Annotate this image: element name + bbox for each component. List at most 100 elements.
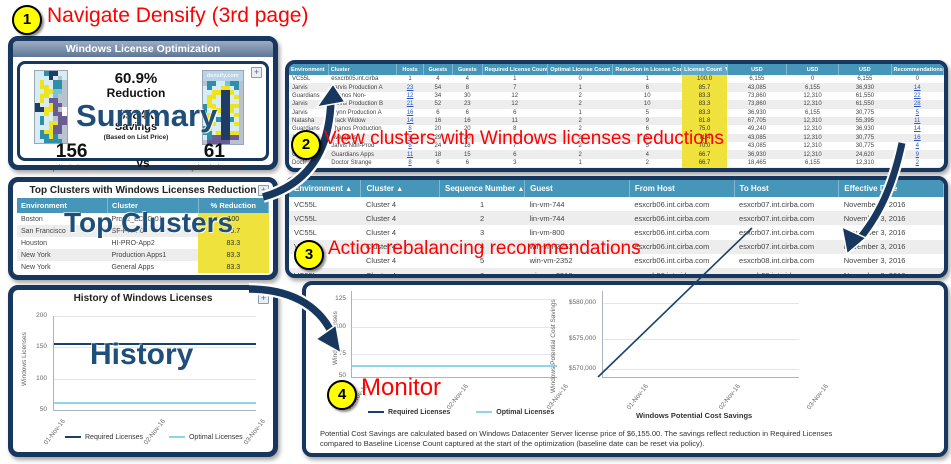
- cell-recommendations-link[interactable]: 11: [914, 118, 921, 125]
- col-header-recommendations[interactable]: Recommendations: [891, 64, 944, 75]
- cluster-row[interactable]: Guardians Thanos Non- 12 34 30 12 2 10 8…: [289, 91, 944, 101]
- col-header-cluster[interactable]: Cluster ▲: [360, 180, 441, 197]
- cell-sequence-number: 2: [479, 213, 485, 223]
- cell-environment: VC55L: [294, 213, 317, 223]
- cell-recommendations-link[interactable]: 28: [913, 101, 921, 108]
- cell-guests-2: 4: [465, 76, 469, 83]
- cell-optimal-license-count: 0: [578, 76, 582, 83]
- cluster-row[interactable]: Jarvis Jarvis Production B 21 52 23 12 2…: [289, 100, 944, 109]
- col-header-hosts[interactable]: Hosts: [396, 64, 424, 75]
- top-cluster-row[interactable]: San Francisco SF-Prod-03 85.7: [17, 225, 269, 237]
- cell-recommendations-link[interactable]: 22: [913, 92, 921, 99]
- cell-hosts-link[interactable]: 8: [408, 134, 412, 141]
- col-header-guests-2[interactable]: Guests: [452, 64, 483, 75]
- cell-from-host: esxcrb06.int.cirba.com: [634, 227, 710, 237]
- cell-hosts-link[interactable]: 8: [408, 126, 412, 133]
- cell-cluster: Thanos Production: [331, 126, 382, 133]
- cluster-row[interactable]: Guardians Guardians Apps 11 18 15 6 2 4 …: [289, 150, 944, 159]
- cell-hosts-link[interactable]: 1: [408, 76, 412, 83]
- cell-hosts-link[interactable]: 10: [397, 167, 423, 168]
- top-cluster-row[interactable]: Houston HI-PRO-App2 83.3: [17, 237, 269, 249]
- cell-hosts-link[interactable]: 23: [406, 84, 414, 91]
- col-header-environment[interactable]: Environment ▲: [289, 180, 362, 197]
- cell-hosts-link[interactable]: 8: [408, 143, 412, 150]
- col-header-optimal-license-count[interactable]: Optimal License Count: [547, 64, 614, 75]
- cluster-row[interactable]: Natasha Black Widow Non- 10 12 12 5 2 3 …: [289, 167, 944, 168]
- col-header-usd-2[interactable]: USD: [786, 64, 840, 75]
- cell-guests-2: 23: [463, 101, 471, 108]
- footnote-line-2: compared to Baseline License Count captu…: [320, 439, 705, 448]
- col-header-environment[interactable]: Environment: [289, 64, 329, 75]
- clusters-table: Environment Cluster Hosts Guests Guests …: [289, 64, 944, 168]
- expand-icon[interactable]: +: [251, 67, 262, 78]
- cell-recommendations-link[interactable]: 4: [915, 143, 919, 150]
- cell-recommendations-link[interactable]: 14: [913, 126, 921, 133]
- col-header-reduction[interactable]: % Reduction: [198, 198, 270, 213]
- cell-usd-2: 6,155: [805, 109, 821, 116]
- cell-recommendations-link[interactable]: 6: [891, 167, 943, 168]
- cell-optimal-license-count: 2: [578, 118, 582, 125]
- top-cluster-row[interactable]: Boston Prod2_BDvC-01 100: [17, 213, 269, 225]
- cluster-row[interactable]: Doctor Doctor Strange 8 6 6 3 1 2 66.7 1…: [289, 158, 944, 168]
- recommendation-row[interactable]: VC55L Cluster 4 6 win-vm-2910 esxcrb06.i…: [289, 267, 944, 278]
- col-header-guests[interactable]: Guests: [423, 64, 454, 75]
- step-4-label: Monitor: [361, 374, 442, 401]
- y-tick: 100: [36, 375, 47, 382]
- cell-reduction-license-count: 6: [645, 126, 649, 133]
- y-tick: 75: [338, 350, 346, 357]
- col-header-from-host[interactable]: From Host: [629, 180, 735, 197]
- expand-icon[interactable]: +: [258, 185, 269, 196]
- cluster-row[interactable]: Jarvis Jarvis Production A 23 54 8 7 1 6…: [289, 83, 944, 92]
- cell-recommendations-link[interactable]: 14: [913, 84, 921, 91]
- cell-recommendations-link[interactable]: 5: [915, 109, 919, 116]
- expand-icon[interactable]: +: [258, 293, 269, 304]
- cell-hosts-link[interactable]: 14: [406, 118, 414, 125]
- col-header-usd-1[interactable]: USD: [727, 64, 787, 75]
- required-licenses-count: 156: [55, 141, 88, 162]
- col-header-effective-date[interactable]: Effective Date: [838, 180, 944, 197]
- step-4-badge: 4: [327, 380, 357, 410]
- col-header-license-count[interactable]: License Count ▼: [681, 64, 728, 75]
- col-header-environment[interactable]: Environment: [17, 198, 109, 213]
- cell-hosts-link[interactable]: 16: [406, 109, 414, 116]
- cell-required-license-count: 6: [513, 109, 517, 116]
- cell-recommendations-link[interactable]: 2: [915, 159, 919, 166]
- monitor-legend: Required Licenses Optimal Licenses: [368, 409, 554, 416]
- cluster-row[interactable]: VC55L esxcrb05.int.cirba 1 4 4 1 0 1 100…: [289, 75, 944, 84]
- cell-hosts-link[interactable]: 12: [406, 92, 414, 99]
- cell-hosts-link[interactable]: 11: [406, 151, 414, 158]
- cell-effective-date: November 3, 2016: [843, 242, 906, 252]
- col-header-sequence-number[interactable]: Sequence Number ▲: [439, 180, 526, 197]
- col-header-cluster[interactable]: Cluster: [328, 64, 398, 75]
- col-header-reduction-license-count[interactable]: Reduction in License Count: [612, 64, 683, 75]
- cell-recommendations-link[interactable]: 16: [913, 134, 921, 141]
- top-cluster-row[interactable]: New York Production Apps1 83.3: [17, 249, 269, 261]
- recommendation-row[interactable]: VC55L Cluster 4 2 lin-vm-744 esxcrb06.in…: [289, 211, 944, 226]
- cell-usd-2: 12,310: [786, 167, 838, 168]
- cluster-row[interactable]: Jarvis Flynn Production A 16 6 6 6 1 5 8…: [289, 108, 944, 117]
- cell-usd-2: 12,310: [803, 118, 822, 125]
- col-header-to-host[interactable]: To Host: [734, 180, 840, 197]
- col-header-guest[interactable]: Guest: [524, 180, 630, 197]
- col-header-cluster[interactable]: Cluster: [107, 198, 199, 213]
- recommendation-row[interactable]: VC55L Cluster 4 1 lin-vm-744 esxcrb06.in…: [289, 197, 944, 211]
- cell-reduction: 100: [198, 213, 269, 225]
- cell-effective-date: November 3, 2016: [843, 213, 906, 223]
- cell-from-host: esxcrb06.int.cirba.com: [634, 242, 710, 252]
- cell-sequence-number: 6: [479, 270, 485, 278]
- cell-license-count: 81.8: [681, 116, 728, 126]
- cell-reduction-license-count: 1: [645, 76, 649, 83]
- cell-recommendations-link[interactable]: 9: [915, 151, 919, 158]
- col-header-usd-3[interactable]: USD: [838, 64, 892, 75]
- top-cluster-row[interactable]: New York General Apps 83.3: [17, 261, 269, 273]
- history-title: History of Windows Licenses: [73, 293, 213, 304]
- cell-reduction-license-count: 9: [645, 118, 649, 125]
- cell-hosts-link[interactable]: 21: [406, 101, 414, 108]
- sort-asc-icon: ▲: [396, 186, 404, 193]
- cell-required-license-count: 11: [511, 118, 518, 125]
- recommendations-panel: Environment ▲ Cluster ▲ Sequence Number …: [285, 176, 948, 278]
- cell-recommendations-link[interactable]: 0: [915, 76, 919, 83]
- cluster-row[interactable]: Natasha Black Widow 14 16 16 11 2 9 81.8…: [289, 116, 944, 126]
- col-header-required-license-count[interactable]: Required License Count: [482, 64, 548, 75]
- cell-hosts-link[interactable]: 8: [408, 159, 412, 166]
